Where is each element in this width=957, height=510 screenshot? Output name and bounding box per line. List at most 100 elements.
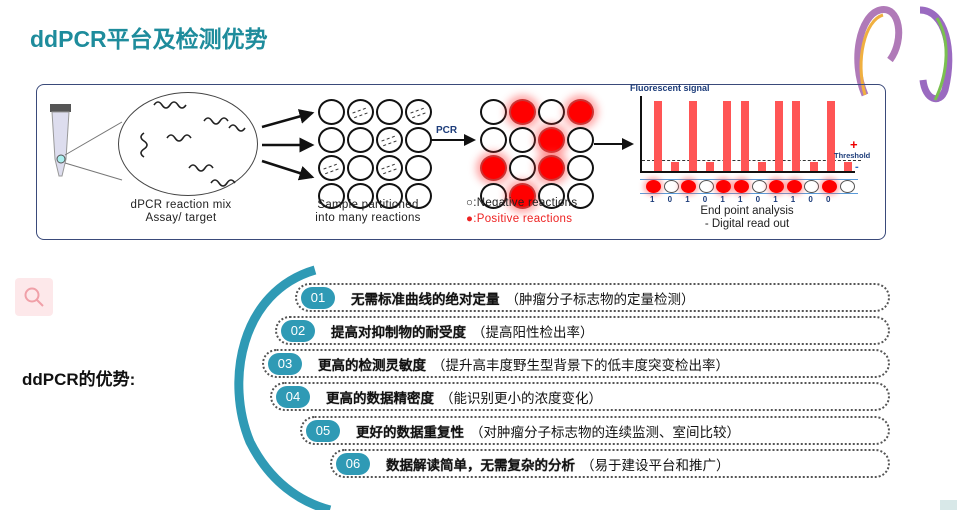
droplet (698, 180, 714, 193)
positive-dot-icon: ● (466, 213, 474, 225)
step1-line2: Assay/ target (145, 212, 217, 224)
bit-label: 0 (755, 195, 761, 204)
threshold-label: Threshold (834, 151, 871, 160)
partition-well (376, 155, 403, 181)
negative-well (509, 127, 536, 153)
number-badge: 01 (301, 286, 335, 309)
partition-well (376, 183, 403, 209)
droplet (769, 180, 785, 193)
signal-bar (654, 101, 662, 171)
caption-line1: End point analysis (700, 205, 794, 217)
partition-well (318, 127, 345, 153)
corner-mark (940, 500, 957, 510)
negative-dot-icon: ○ (466, 197, 474, 209)
magnify-lines (64, 121, 123, 181)
partition-well (405, 183, 432, 209)
advantage-desc: （能识别更小的浓度变化） (440, 390, 602, 406)
search-button[interactable] (15, 278, 53, 316)
negative-well (538, 183, 565, 209)
advantage-title: 提高对抑制物的耐受度 (331, 324, 466, 340)
advantage-item: 06 数据解读简单，无需复杂的分析 （易于建设平台和推广） (330, 449, 890, 478)
page-title: ddPCR平台及检测优势 (30, 26, 268, 52)
droplet (646, 180, 661, 193)
droplet (663, 180, 679, 193)
signal-bar (705, 162, 714, 171)
negative-well (567, 155, 594, 181)
positive-well (567, 99, 594, 125)
bit-label: 1 (738, 195, 743, 204)
negative-well (480, 99, 507, 125)
signal-bar (827, 101, 835, 171)
positive-well (538, 155, 565, 181)
advantage-title: 无需标准曲线的绝对定量 (351, 291, 500, 307)
partition-well (347, 99, 374, 125)
advantage-title: 更好的数据重复性 (356, 424, 464, 440)
droplet (734, 180, 749, 193)
ddpcr-workflow-panel (36, 84, 886, 240)
advantage-desc: （提高阳性检出率） (472, 324, 594, 340)
signal-bar (757, 162, 766, 171)
droplet (822, 180, 837, 193)
partition-well (347, 183, 374, 209)
legend-negative-text: :Negative reactions (473, 197, 578, 209)
partition-well (347, 127, 374, 153)
pcr-label: PCR (436, 125, 458, 136)
number-badge: 03 (268, 352, 302, 375)
droplet (839, 180, 855, 193)
bit-label: 1 (773, 195, 778, 204)
number-badge: 05 (306, 419, 340, 442)
partition-well (405, 127, 432, 153)
signal-bar (723, 101, 732, 171)
step2-line2: into many reactions (315, 212, 421, 224)
advantage-title: 更高的检测灵敏度 (318, 357, 426, 373)
bit-label: 0 (702, 195, 708, 204)
advantage-title: 数据解读简单，无需复杂的分析 (386, 457, 575, 473)
advantage-desc: （肿瘤分子标志物的定量检测） (505, 291, 695, 307)
signal-bar (671, 162, 680, 171)
partition-well (347, 155, 374, 181)
fluorescence-chart (640, 96, 861, 173)
negative-well (567, 127, 594, 153)
negative-well (509, 155, 536, 181)
step1-line1: dPCR reaction mix (130, 199, 232, 211)
advantages-label: ddPCR的优势: (22, 370, 136, 389)
partition-well (376, 127, 403, 153)
bit-label: 1 (650, 195, 655, 204)
chart-ylabel: Fluorescent signal (630, 83, 710, 93)
partition-grid (318, 99, 433, 210)
decorative-arc (234, 265, 332, 510)
number-badge: 04 (276, 385, 310, 408)
legend-positive: ●:Positive reactions (466, 213, 572, 225)
bit-label: 0 (826, 195, 831, 204)
advantage-title: 更高的数据精密度 (326, 390, 434, 406)
signal-bar (792, 101, 801, 171)
readout-arrow-icon (594, 138, 634, 150)
search-icon (24, 287, 44, 307)
droplet (681, 180, 697, 193)
partition-well (376, 99, 403, 125)
partition-well (318, 183, 345, 209)
partition-well (318, 155, 345, 181)
legend-negative: ○:Negative reactions (466, 197, 577, 209)
negative-well (480, 127, 507, 153)
signal-bar (844, 162, 853, 171)
partition-well (318, 99, 345, 125)
number-badge: 06 (336, 452, 370, 475)
droplet-row (640, 179, 858, 194)
partition-well (405, 155, 432, 181)
positive-well (509, 99, 536, 125)
partition-well (405, 99, 432, 125)
advantage-desc: （易于建设平台和推广） (581, 457, 730, 473)
droplet (751, 180, 767, 193)
positive-well (509, 183, 536, 209)
result-grid (480, 99, 595, 210)
droplet (804, 180, 820, 193)
negative-well (480, 183, 507, 209)
dna-icon (140, 101, 246, 187)
advantage-item: 04 更高的数据精密度 （能识别更小的浓度变化） (270, 382, 890, 411)
droplet (786, 180, 802, 193)
